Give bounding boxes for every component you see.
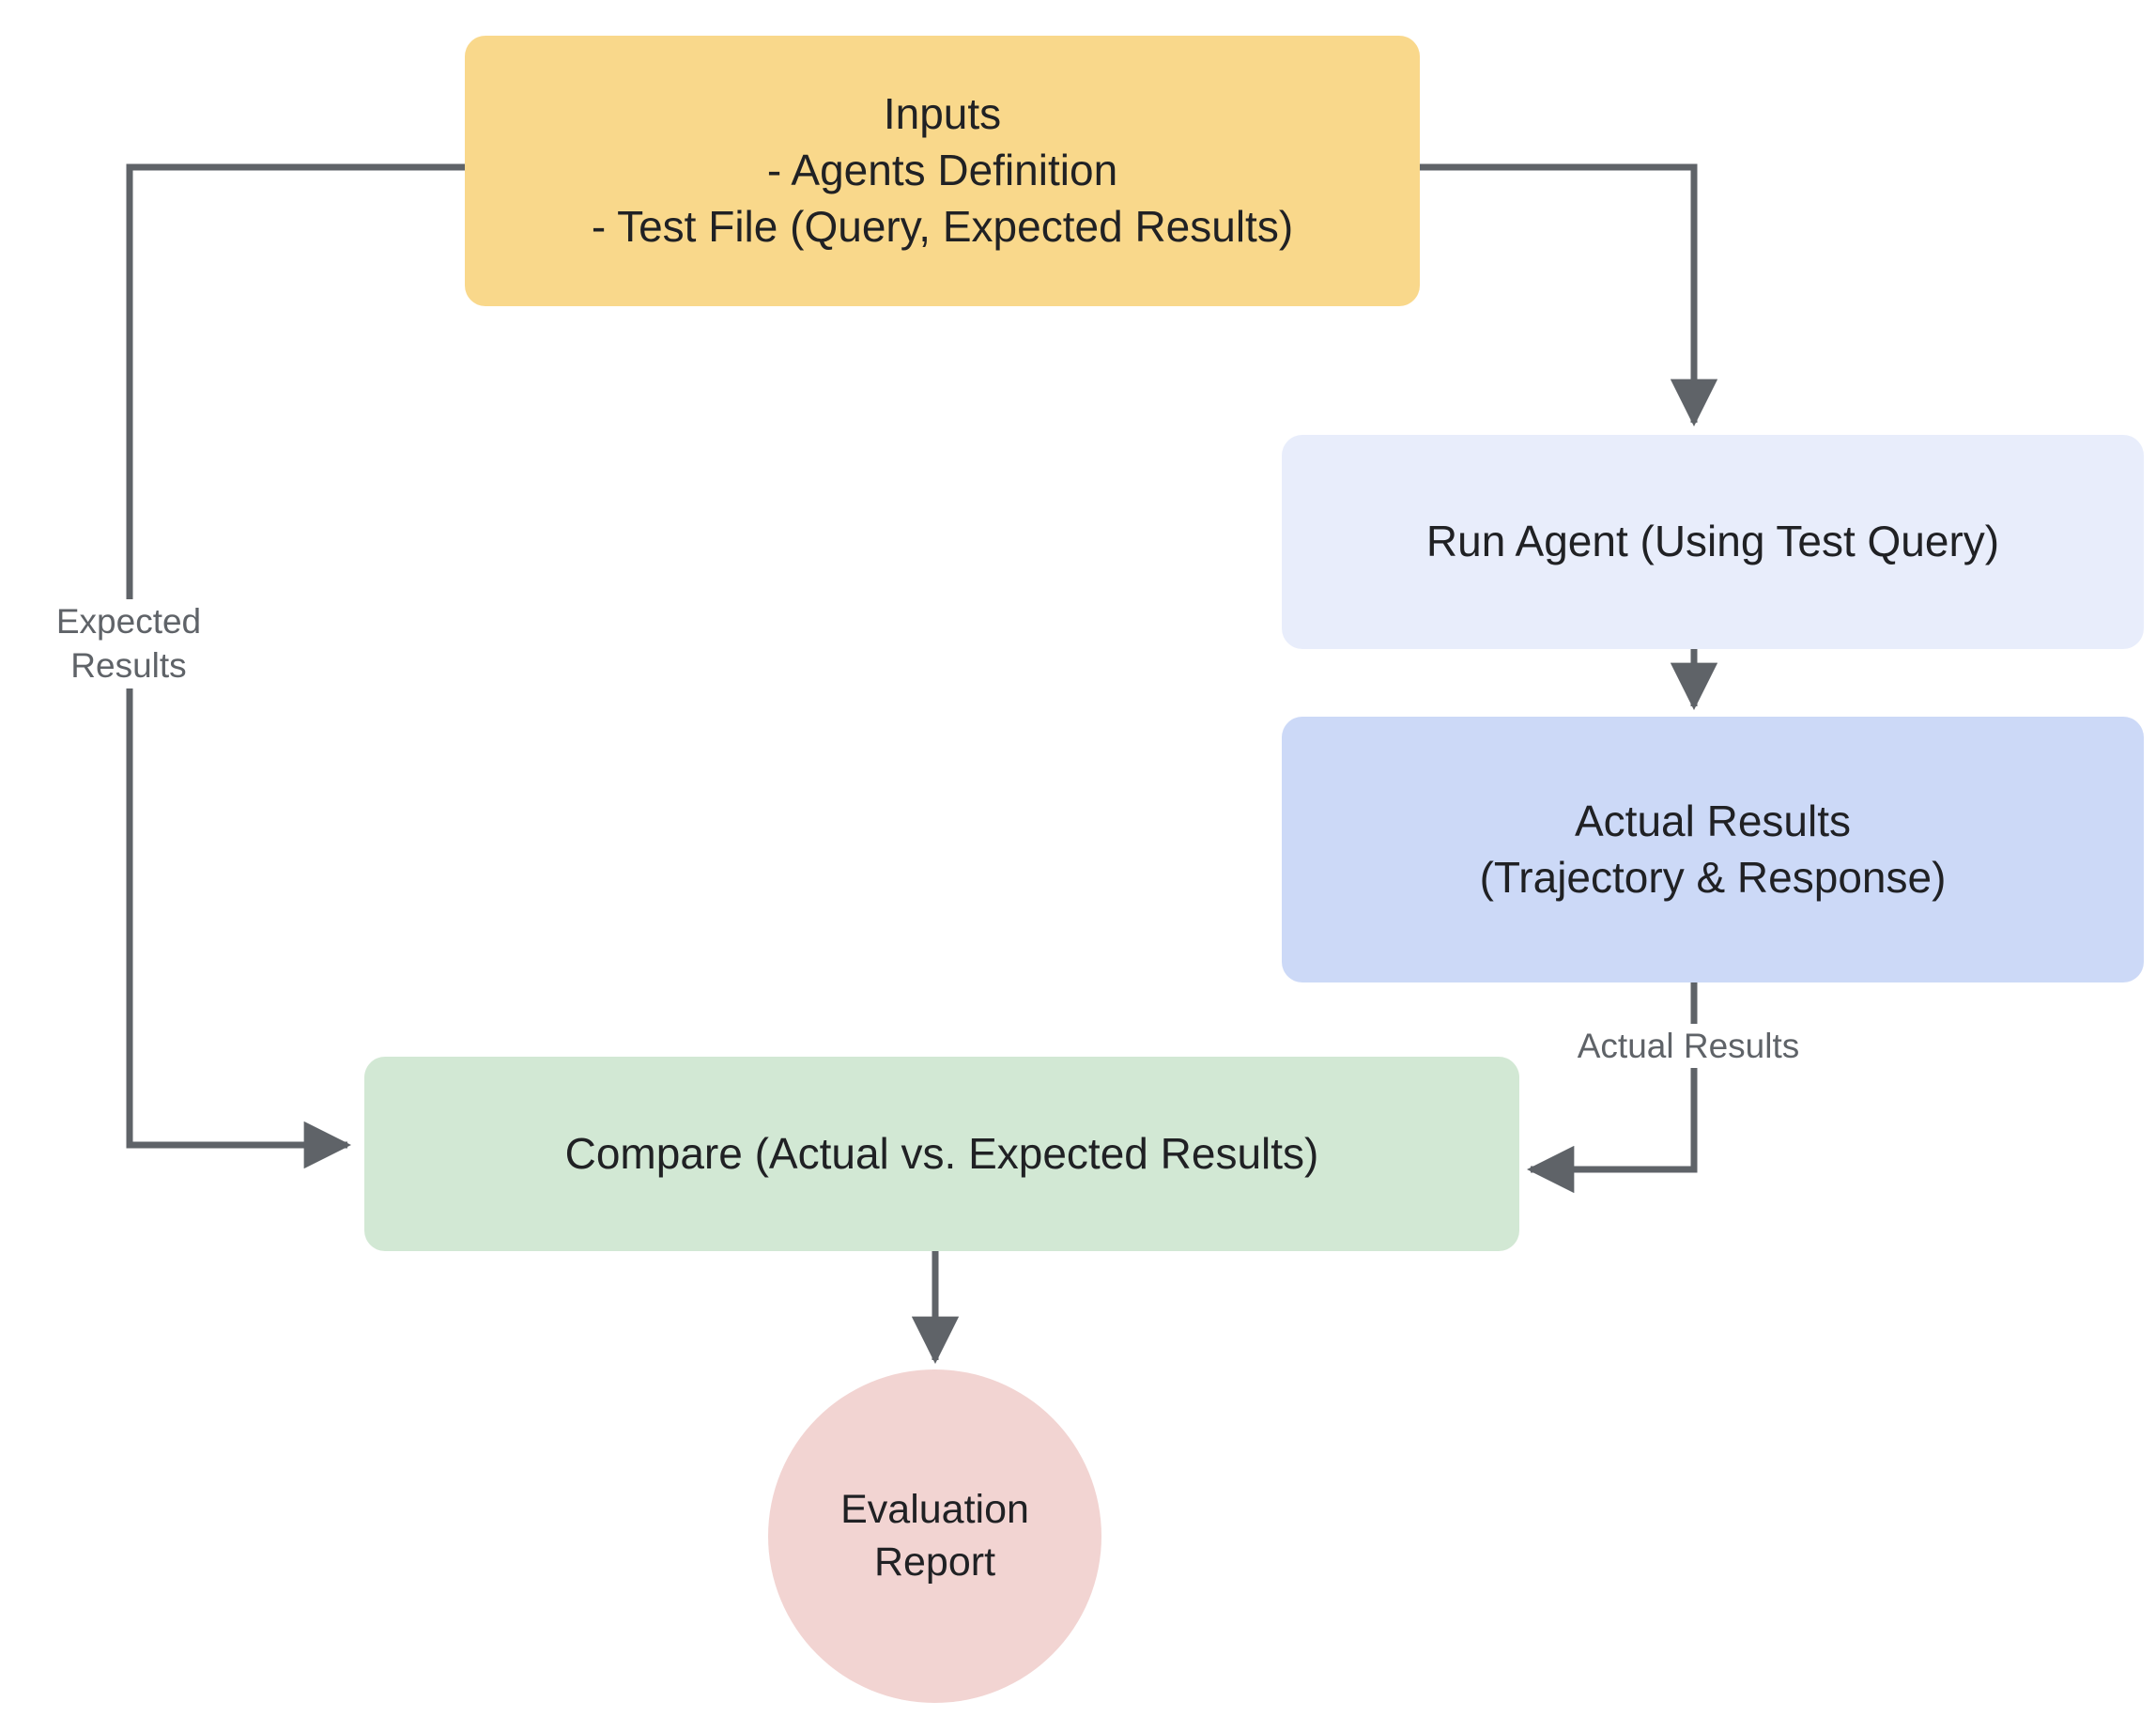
node-run-agent[interactable]: Run Agent (Using Test Query) xyxy=(1282,435,2144,649)
edge-inputs-to-run-agent xyxy=(1420,163,1718,427)
edge-label-actual-results: Actual Results xyxy=(1552,1024,1825,1069)
edge-actual-results-to-compare xyxy=(1526,982,1698,1194)
edge-label-expected-results: Expected Results xyxy=(11,599,246,688)
node-inputs[interactable]: Inputs - Agents Definition - Test File (… xyxy=(465,36,1420,306)
node-compare[interactable]: Compare (Actual vs. Expected Results) xyxy=(364,1057,1519,1251)
node-actual-results[interactable]: Actual Results (Trajectory & Response) xyxy=(1282,717,2144,982)
node-evaluation-report[interactable]: Evaluation Report xyxy=(768,1369,1101,1703)
